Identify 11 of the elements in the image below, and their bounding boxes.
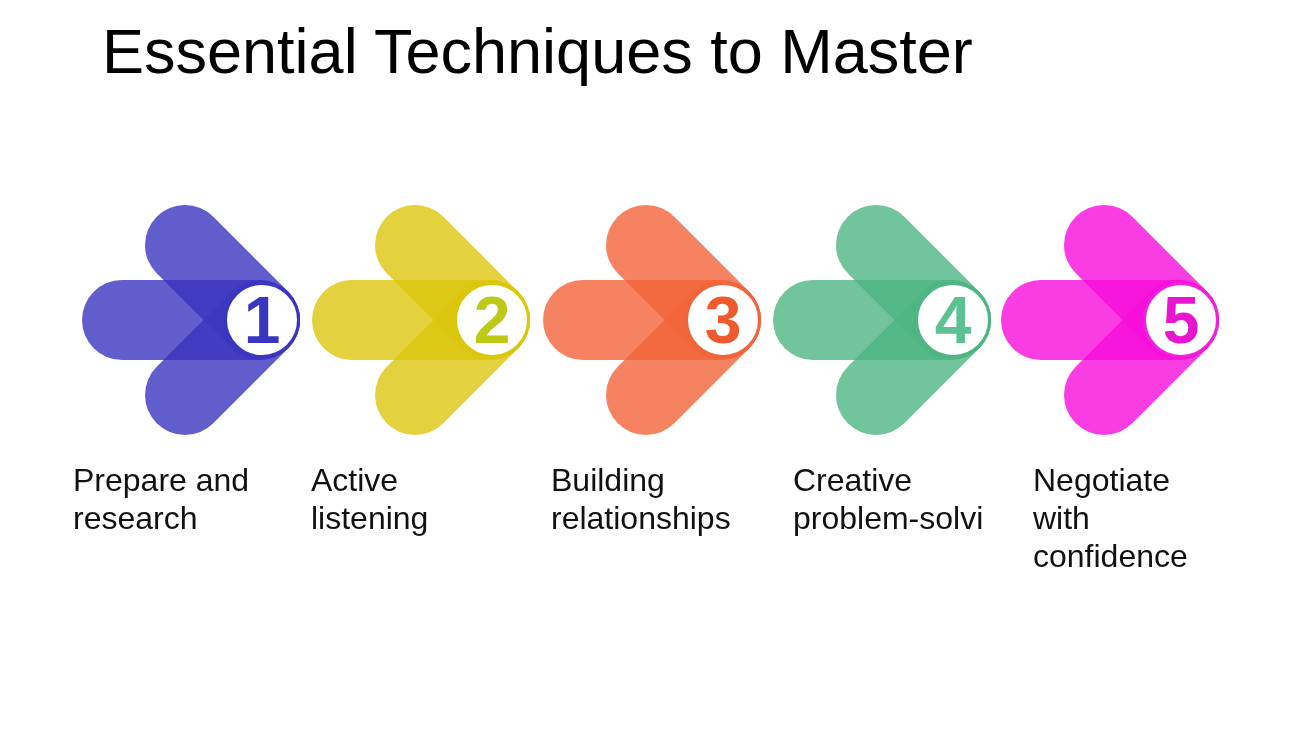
step-caption: Prepare and research [73,461,251,537]
step-shape [312,205,530,435]
step-shape [773,205,991,435]
step-shape [543,205,761,435]
step-shape [82,205,300,435]
step-caption: Negotiate with confidence [1033,461,1189,575]
step-shape [1001,205,1219,435]
step-caption: Active listening [311,461,430,537]
step-caption: Creative problem-solvi [793,461,985,537]
title: Essential Techniques to Master [102,15,973,87]
step-caption: Building relationships [551,461,732,537]
